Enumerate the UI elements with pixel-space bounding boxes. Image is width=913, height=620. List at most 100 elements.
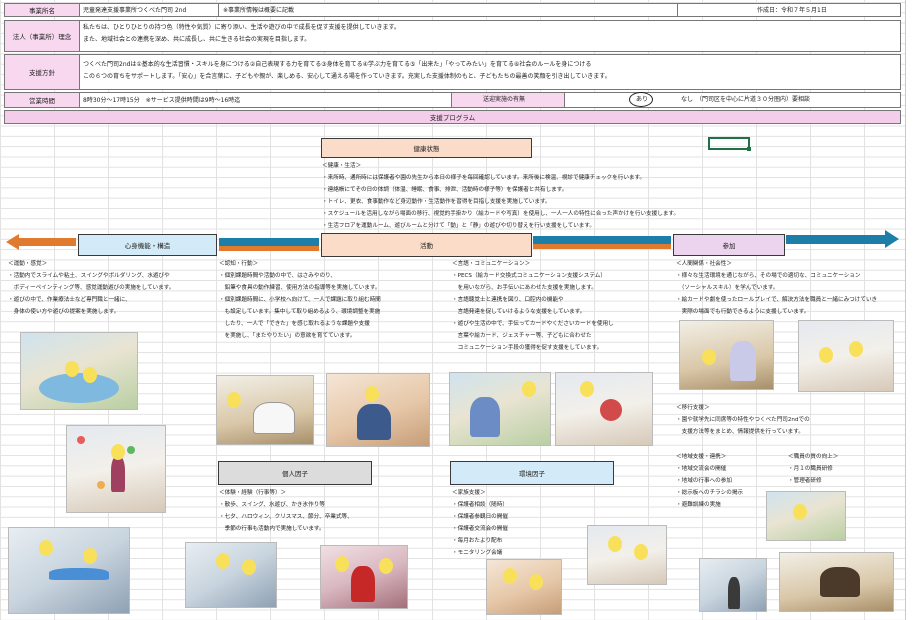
personal-title-box: 個人因子: [218, 461, 372, 485]
participation-line-3: ・絵カードや劇を使ったロールプレイで、解決方法を職員と一緒にみつけていき: [676, 297, 878, 303]
environment-line-4: ・毎月おたより配布: [452, 538, 503, 544]
environment-subtitle: ＜家族支援＞: [452, 490, 486, 496]
transport-yes-circle: [629, 92, 653, 107]
philosophy-label: 法人（事業所）理念: [5, 21, 80, 51]
motor-line-2: ボディーペインティング等、感覚運動遊びの実施をしています。: [8, 285, 175, 291]
community-line-2: ・地域の行事への参加: [676, 478, 732, 484]
motor-subtitle: ＜運動・感覚＞: [8, 261, 48, 267]
photo-desk-work-2: [326, 373, 430, 447]
health-line-2: ・連絡帳にてその日の体調（体温、睡眠、食事、排泄、活動時の様子等）を保護者と共有…: [322, 187, 568, 193]
cognition-line-4: も設定しています。集中して取り組めるよう、環境調整を実施: [219, 309, 381, 315]
activity-line-2: を用いながら、お手伝いにあわせた支援を実施します。: [452, 285, 597, 291]
policy-line-1: つくべた門司2ndは①基本的な生活習慣・スキルを身につける②自己表現する力を育て…: [83, 61, 592, 68]
participation-title-box: 参加: [673, 234, 785, 256]
participation-line-4: 実際の場面でも行動できるように支援しています。: [676, 309, 810, 315]
philosophy-row: 法人（事業所）理念 私たちは、ひとりひとりの持つ色（特性や気質）に寄り添い、生活…: [4, 20, 901, 52]
office-label: 事業所名: [5, 4, 80, 16]
cognition-line-5: したり、一人で「できた」を感じ取れるような課題や支援: [219, 321, 370, 327]
photo-community-2: [699, 558, 767, 612]
activity-line-4: 言語発達を促していけるような支援をしています。: [452, 309, 586, 315]
program-bar: 支援プログラム: [4, 110, 901, 124]
arrow-mid-left-orange: [219, 246, 319, 251]
activity-line-6: 言葉や絵カード、ジェスチャー等、子どもに合わせた: [452, 333, 592, 339]
hours-label: 営業時間: [5, 93, 80, 107]
cognition-subtitle: ＜認知・行動＞: [219, 261, 259, 267]
staff-line-2: ・管理者研修: [788, 478, 822, 484]
environment-line-5: ・モニタリング会議: [452, 550, 503, 556]
summary-note: ※事業所情報は概要に記載: [223, 7, 295, 14]
header-row: 事業所名 児童発達支援事業所つくべた門司 2nd ※事業所情報は概要に記載 作成…: [4, 3, 901, 17]
cognition-line-2: 鉛筆や食具の動作練習、使用方法の指導等を実施しています。: [219, 285, 381, 291]
selected-cell[interactable]: [708, 137, 750, 150]
environment-title-box: 環境因子: [450, 461, 614, 485]
photo-communication-1: [449, 372, 551, 446]
participation-line-1: ・様々な生活環境を通じながら、その場での適切な、コミュニケーション: [676, 273, 861, 279]
arrow-right-blue: [786, 235, 886, 244]
selected-cell-handle[interactable]: [747, 147, 751, 151]
transport-no: なし （門司区を中心に片道３０分圏内）要相談: [681, 96, 811, 103]
arrow-mid-right-orange: [533, 244, 671, 249]
policy-label: 支援方針: [5, 55, 80, 89]
hours-value: 8時30分～17時15分 ※サービス提供時間は9時～16時迄: [83, 97, 241, 104]
philosophy-line-2: また、地域社会との連携を深め、共に成長し、共に生きる社会の実現を目指します。: [83, 36, 311, 43]
health-line-1: ・来所時、通所時には保護者や園の先生から本日の様子を毎回確認しています。来所後に…: [322, 175, 646, 181]
photo-participation-1: [679, 320, 774, 390]
photo-family-1: [486, 559, 562, 615]
staff-subtitle: ＜職員の質の向上＞: [788, 454, 839, 460]
arrow-left-orange: [18, 238, 76, 246]
transport-yes: あり: [636, 96, 649, 103]
activity-subtitle: ＜言語・コミュニケーション＞: [452, 261, 531, 267]
personal-line-2: ・七夕、ハロウィン、クリスマス、節分、卒業式等、: [219, 514, 353, 520]
activity-line-1: ・PECS（絵カード交換式コミュニケーション支援システム）: [452, 273, 606, 279]
transition-line-2: 支援方法等をまとめ、情報提供を行っています。: [676, 429, 804, 435]
personal-line-3: 季節の行事も活動内で実施しています。: [219, 526, 325, 532]
cognition-line-6: を実施し、「またやりたい」の意欲を育てています。: [219, 333, 356, 339]
activity-line-5: ・遊びや生活の中で、手伝ってカードやくださいカードを使用し: [452, 321, 614, 327]
health-line-3: ・トイレ、更衣、食事動作など身辺動作・生活動作を習得を目指し支援を実施しています…: [322, 199, 551, 205]
motor-title-box: 心身機能・構造: [78, 234, 217, 256]
community-line-1: ・地域交流会の開催: [676, 466, 727, 472]
environment-line-1: ・保護者相談（随時）: [452, 502, 508, 508]
photo-ball-pool: [20, 332, 138, 410]
photo-events-1: [185, 542, 277, 608]
motor-line-3: ・遊びの中で、作業療法士など専門職と一緒に、: [8, 297, 131, 303]
staff-line-1: ・月１の職員研修: [788, 466, 833, 472]
health-line-5: ・生活フロアを運動ルーム、遊びルームと分けて「動」と「静」の遊びや切り替えを行い…: [322, 223, 596, 229]
motor-line-1: ・活動内でスライムや粘土、スイングやボルダリング、水遊びや: [8, 273, 170, 279]
vertical-scrollbar[interactable]: [905, 0, 913, 620]
personal-line-1: ・散歩、スイング、水遊び、かき氷作り等: [219, 502, 325, 508]
transition-line-1: ・園や就学先に同席等の特性やつくべた門司2ndでの: [676, 417, 810, 423]
photo-swing: [8, 527, 130, 614]
environment-line-3: ・保護者交流会の開催: [452, 526, 508, 532]
arrow-mid-left: [219, 238, 319, 246]
community-line-4: ・避難訓練の実施: [676, 502, 721, 508]
photo-climbing-wall: [66, 425, 166, 513]
photo-community-3: [779, 552, 894, 612]
photo-community-1: [766, 491, 846, 541]
transport-label-cell: [451, 93, 565, 107]
transport-label: 送迎実施の有無: [483, 96, 526, 103]
community-line-3: ・総示板へのチラシの掲示: [676, 490, 744, 496]
philosophy-line-1: 私たちは、ひとりひとりの持つ色（特性や気質）に寄り添い、生活や遊びの中で成長を促…: [83, 24, 400, 31]
photo-communication-2: [555, 372, 653, 446]
arrow-mid-right: [533, 236, 671, 244]
participation-line-2: （ソーシャルスキル）を学んでいます。: [676, 285, 779, 291]
header-divider: [218, 4, 219, 16]
arrow-right-head: [885, 230, 899, 248]
policy-row: 支援方針 つくべた門司2ndは①基本的な生活習慣・スキルを身につける②自己表現す…: [4, 54, 901, 90]
participation-subtitle: ＜人間関係・社会性＞: [676, 261, 732, 267]
office-name: 児童発達支援事業所つくべた門司 2nd: [83, 7, 187, 14]
created-date: 作成日：令和７年５月1日: [757, 7, 827, 14]
cognition-line-1: ・個別課題時間や活動の中で、はさみやのり、: [219, 273, 337, 279]
header-divider-2: [677, 4, 678, 16]
community-subtitle: ＜地域支援・連携＞: [676, 454, 727, 460]
health-title-box: 健康状態: [321, 138, 532, 158]
photo-participation-2: [798, 320, 894, 392]
activity-line-3: ・言語聴覚士と連携を図り、口腔内の機能や: [452, 297, 564, 303]
photo-events-2: [320, 545, 408, 609]
health-subtitle: ＜健康・生活＞: [322, 163, 362, 169]
activity-title-box: 活動: [321, 233, 532, 257]
policy-line-2: この６つの育ちをサポートします。「安心」を合言葉に、子どもや親が、楽しめる、安心…: [83, 73, 611, 80]
personal-subtitle: ＜体験・経験（行事等）＞: [219, 490, 287, 496]
